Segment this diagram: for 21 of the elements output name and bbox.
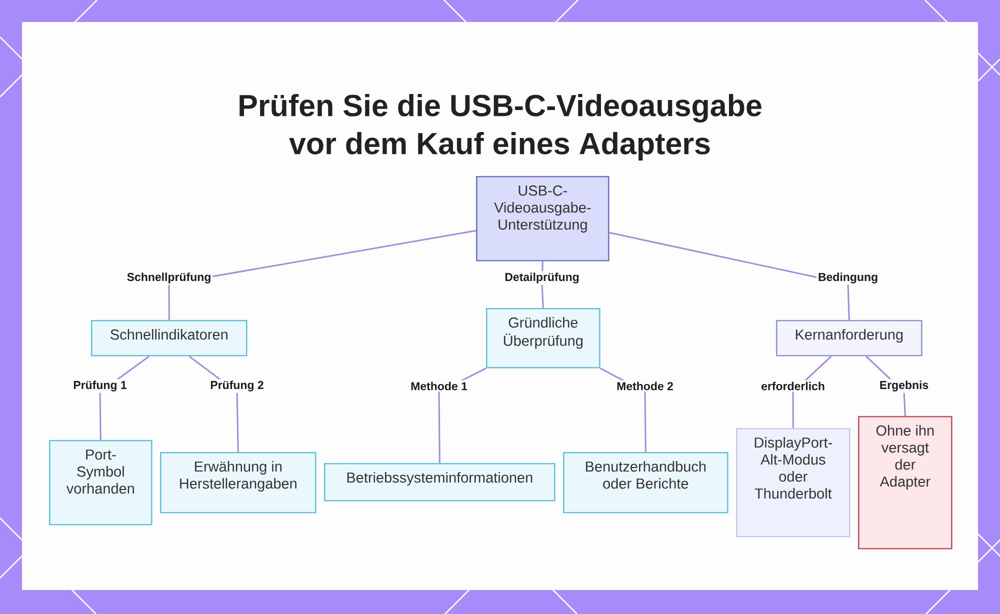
edge-label: Methode 2 [615,380,675,392]
branch-box: Schnellindikatoren [91,320,248,356]
edge-label: Methode 1 [409,380,469,392]
root-box: USB-C- Videoausgabe- Unterstützung [476,176,610,262]
branch-box: Gründliche Überprüfung [486,308,600,368]
edge-label: Prüfung 2 [208,379,266,393]
title: Prüfen Sie die USB-C-Videoausgabe vor dem Kauf eines Adapters [240,94,762,160]
connector-line [609,232,850,320]
edge-label: Detailprüfung [503,271,581,285]
branch-box: Erwähnung in Herstellerangaben [160,452,316,514]
branch-box: Port- Symbol vorhanden [49,440,152,526]
edge-label: Ergebnis [878,379,930,393]
branch-box: Benutzerhandbuch oder Berichte [563,452,728,514]
branch-box: DisplayPort- Alt-Modus oder Thunderbolt [736,428,850,538]
edge-label: Bedingung [816,271,880,285]
warning-box: Ohne ihn versagt der Adapter [858,416,952,550]
branch-box: Betriebssysteminformationen [324,463,556,502]
edge-label: Schnellprüfung [125,271,213,285]
edge-label: Prüfung 1 [72,379,128,393]
branch-box: Kernanforderung [776,320,922,356]
edge-label: erforderlich [760,380,826,392]
